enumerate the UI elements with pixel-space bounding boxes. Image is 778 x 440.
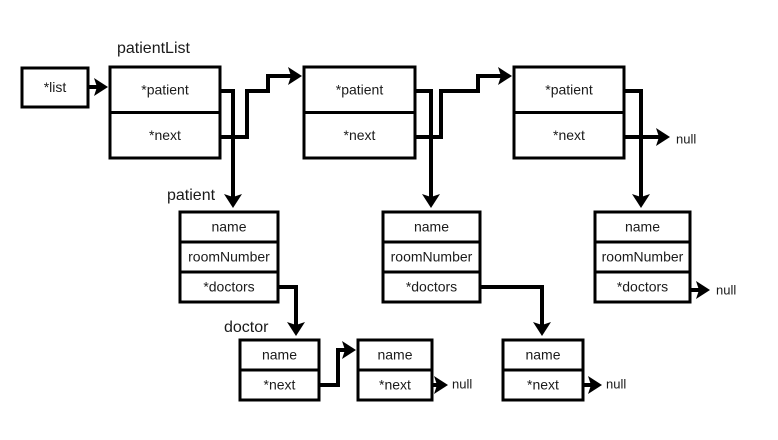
patient-node-1-outline bbox=[178, 210, 280, 304]
link-doctor2-next-to-null-arrowhead-icon bbox=[434, 376, 448, 394]
link-patient1-doctors-to-doctor1 bbox=[278, 285, 305, 336]
list-pointer-box[interactable]: *list bbox=[20, 66, 90, 109]
patient-node-2-field-name: name bbox=[414, 219, 449, 235]
doctor-node-1[interactable]: name *next bbox=[238, 338, 321, 402]
link-patient2-doctors-to-doctor3-arrowhead-icon bbox=[533, 322, 551, 336]
link-node3-patient-to-patient3-line bbox=[624, 89, 643, 200]
doctor-node-3-field-ptr-next: *next bbox=[527, 377, 559, 393]
link-node2-next-to-node3 bbox=[415, 67, 512, 139]
patientlist-node-2-field-ptr-next: *next bbox=[344, 127, 376, 143]
list-pointer-label: *list bbox=[44, 79, 67, 95]
label-patient: patient bbox=[167, 187, 216, 204]
label-layer: patientList patient doctor null null null null bbox=[117, 40, 736, 391]
patientlist-node-3-field-ptr-patient: *patient bbox=[545, 81, 593, 97]
label-doctor: doctor bbox=[224, 319, 269, 336]
link-doctor2-next-to-null bbox=[432, 376, 448, 394]
null-label-doctor3-next: null bbox=[606, 376, 626, 391]
link-patient1-doctors-to-doctor1-arrowhead-icon bbox=[287, 322, 305, 336]
patientlist-node-2[interactable]: *patient *next bbox=[302, 65, 417, 160]
link-patient2-doctors-to-doctor3-line bbox=[480, 285, 544, 328]
link-node1-patient-to-patient1-arrowhead-icon bbox=[224, 194, 242, 208]
patient-node-2[interactable]: name roomNumber *doctors bbox=[381, 210, 482, 304]
patientlist-node-3[interactable]: *patient *next bbox=[512, 65, 626, 160]
link-list-to-node1-arrowhead-icon bbox=[94, 78, 108, 96]
patient-node-2-field-ptr-doctors: *doctors bbox=[406, 279, 457, 295]
list-pointer-box-outline bbox=[20, 66, 90, 109]
patientlist-node-1-field-ptr-patient: *patient bbox=[141, 81, 189, 97]
null-label-patient3-doctors: null bbox=[716, 282, 736, 297]
link-node2-next-to-node3-arrowhead-icon bbox=[498, 67, 512, 85]
link-node1-next-to-node2-arrowhead-icon bbox=[288, 67, 302, 85]
link-doctor1-next-to-doctor2 bbox=[319, 341, 356, 387]
connector-layer bbox=[88, 67, 710, 394]
doctor-node-2-field-name: name bbox=[377, 347, 412, 363]
link-node3-next-to-null-arrowhead-icon bbox=[656, 128, 670, 146]
doctor-node-3[interactable]: name *next bbox=[501, 338, 585, 402]
patient-node-2-outline bbox=[381, 210, 482, 304]
link-doctor3-next-to-null bbox=[583, 376, 602, 394]
doctor-node-2-field-ptr-next: *next bbox=[379, 377, 411, 393]
patientlist-node-3-field-ptr-next: *next bbox=[553, 127, 585, 143]
patient-node-1[interactable]: name roomNumber *doctors bbox=[178, 210, 280, 304]
link-node2-patient-to-patient2 bbox=[415, 89, 440, 208]
link-doctor3-next-to-null-arrowhead-icon bbox=[588, 376, 602, 394]
patient-node-1-field-roomNumber: roomNumber bbox=[188, 249, 270, 265]
null-label-doctor2-next: null bbox=[452, 376, 472, 391]
patient-node-3[interactable]: name roomNumber *doctors bbox=[593, 210, 692, 304]
doctor-node-2[interactable]: name *next bbox=[356, 338, 434, 402]
link-node1-patient-to-patient1-line bbox=[220, 89, 235, 200]
link-node2-patient-to-patient2-arrowhead-icon bbox=[422, 194, 440, 208]
patientlist-node-2-field-ptr-patient: *patient bbox=[336, 81, 384, 97]
patient-node-2-field-roomNumber: roomNumber bbox=[391, 249, 473, 265]
link-node2-patient-to-patient2-line bbox=[415, 89, 433, 200]
patient-node-3-outline bbox=[593, 210, 692, 304]
link-node3-patient-to-patient3-arrowhead-icon bbox=[632, 194, 650, 208]
link-node1-next-to-node2-line bbox=[220, 74, 298, 139]
link-patient1-doctors-to-doctor1-line bbox=[278, 285, 298, 328]
link-patient2-doctors-to-doctor3 bbox=[480, 285, 551, 336]
patient-node-1-field-ptr-doctors: *doctors bbox=[203, 279, 254, 295]
link-patient3-doctors-to-null-arrowhead-icon bbox=[696, 281, 710, 299]
link-patient3-doctors-to-null bbox=[690, 281, 710, 299]
label-patientlist: patientList bbox=[117, 40, 190, 57]
doctor-node-1-field-ptr-next: *next bbox=[264, 377, 296, 393]
patient-node-3-field-roomNumber: roomNumber bbox=[602, 249, 684, 265]
patientlist-node-1[interactable]: *patient *next bbox=[108, 65, 222, 160]
link-node1-patient-to-patient1 bbox=[220, 89, 242, 208]
link-node2-next-to-node3-line bbox=[415, 74, 508, 139]
link-node3-patient-to-patient3 bbox=[624, 89, 650, 208]
patientlist-node-1-field-ptr-next: *next bbox=[149, 127, 181, 143]
link-node1-next-to-node2 bbox=[220, 67, 302, 139]
node-layer: *list*patient*next*patient*next*patient*… bbox=[20, 65, 692, 402]
null-label-list-next: null bbox=[676, 131, 696, 146]
doctor-node-3-field-name: name bbox=[525, 347, 560, 363]
patient-node-1-field-name: name bbox=[211, 219, 246, 235]
link-node3-next-to-null bbox=[624, 128, 670, 146]
doctor-node-1-field-name: name bbox=[262, 347, 297, 363]
patient-node-3-field-ptr-doctors: *doctors bbox=[617, 279, 668, 295]
link-list-to-node1 bbox=[88, 78, 108, 96]
patient-node-3-field-name: name bbox=[625, 219, 660, 235]
link-doctor1-next-to-doctor2-arrowhead-icon bbox=[342, 341, 356, 359]
